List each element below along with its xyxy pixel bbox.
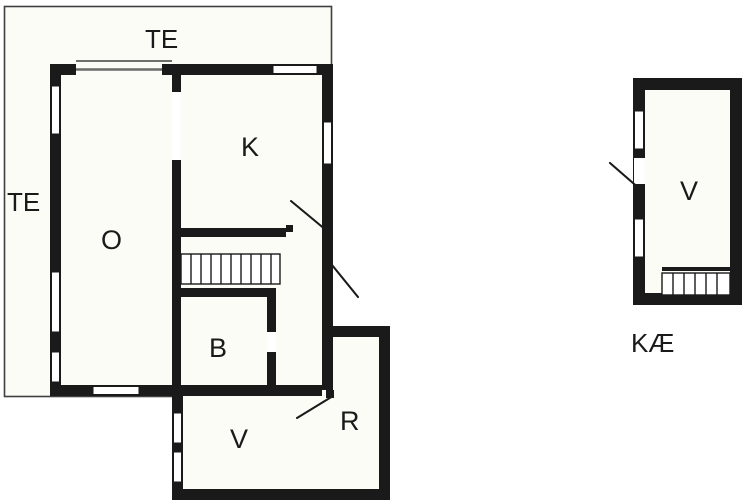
basement-stairs — [661, 267, 731, 296]
room-label-bedroom: V — [230, 424, 249, 454]
basement-windows — [634, 110, 645, 258]
main-stairs — [180, 253, 281, 285]
windows — [51, 65, 332, 483]
room-label-basement-room: V — [680, 176, 699, 206]
terrace-door-opening — [50, 60, 172, 75]
basement-caption: KÆ — [631, 328, 675, 358]
room-label-utility: R — [340, 406, 360, 436]
door-swings — [289, 199, 360, 420]
terrace-label-top: TE — [145, 24, 179, 54]
room-label-kitchen: K — [241, 132, 260, 162]
terrace-label-left: TE — [7, 187, 41, 217]
room-label-living: O — [101, 225, 123, 255]
door-hinge-blocks — [286, 225, 334, 398]
room-label-bath: B — [209, 333, 228, 363]
basement-door-swing — [608, 161, 645, 192]
